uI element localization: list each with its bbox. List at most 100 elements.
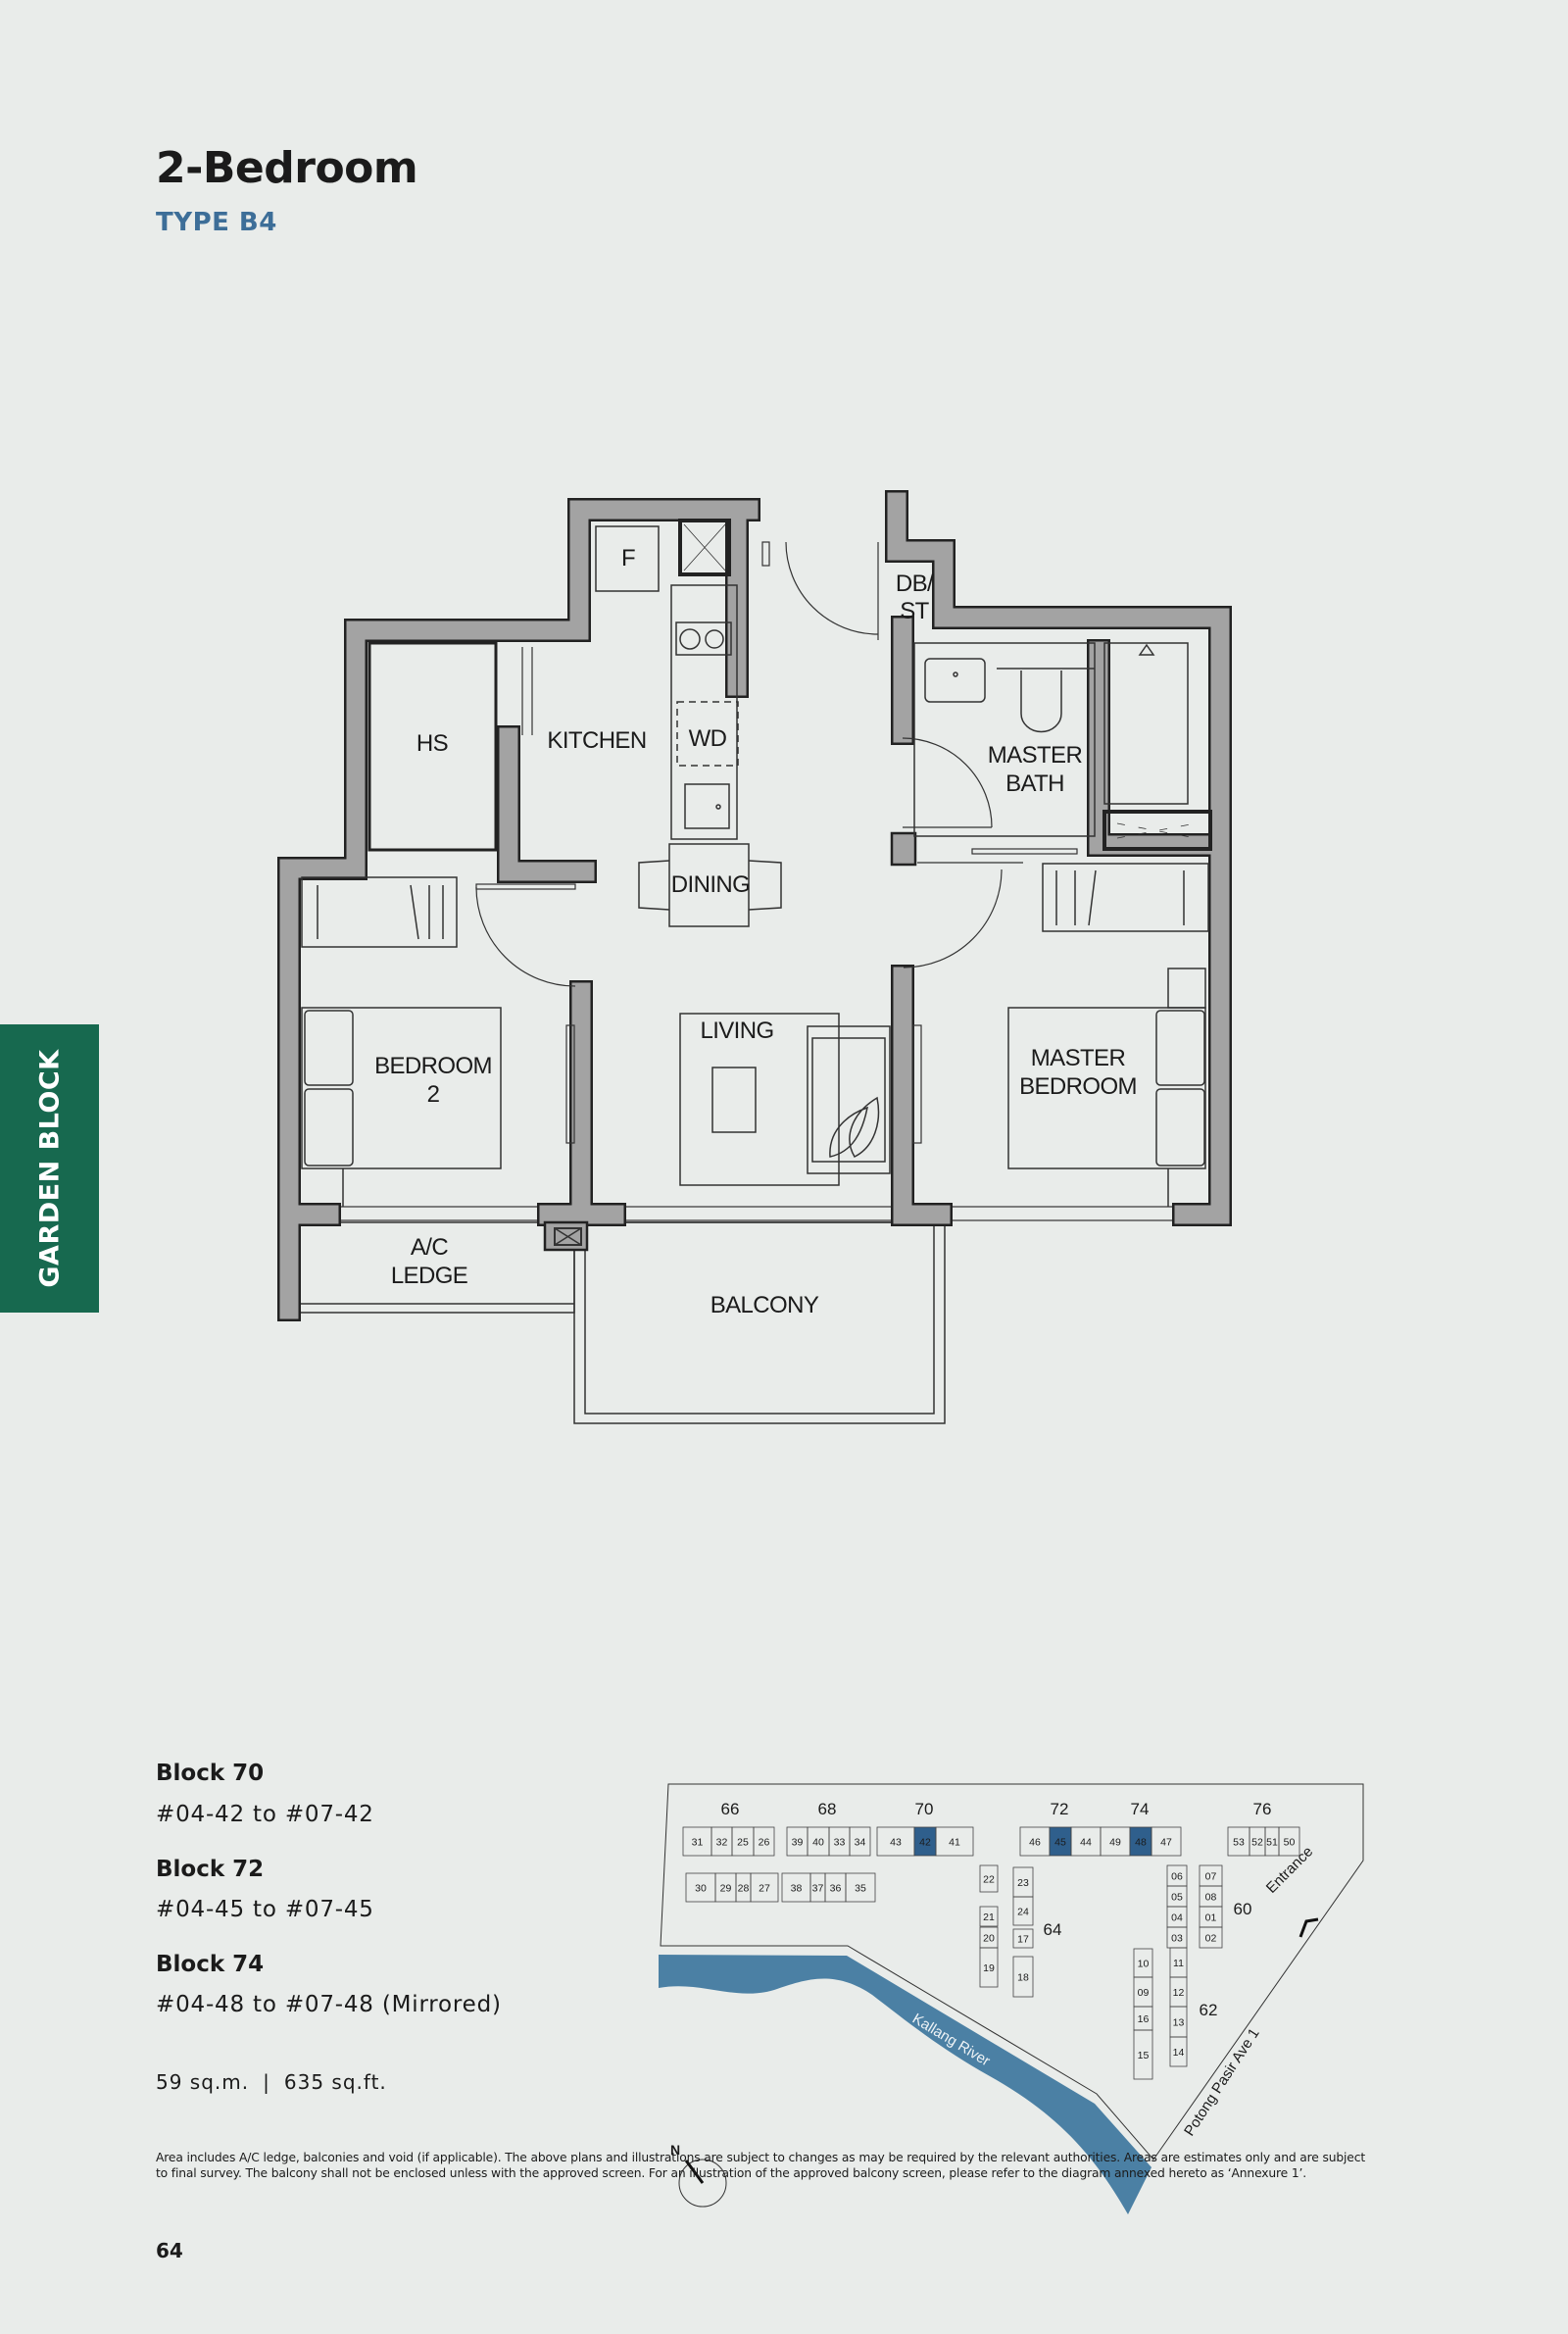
- unit-stack-label: 28: [738, 1882, 750, 1894]
- unit-stack-label: 46: [1029, 1836, 1041, 1848]
- burner-icon: [679, 628, 701, 650]
- bedroom2-label: 2: [427, 1081, 440, 1108]
- bed: [301, 1007, 502, 1207]
- unit-type: TYPE B4: [156, 208, 277, 237]
- kallang-river: [659, 1955, 1152, 2214]
- shaft-icon: [554, 519, 1212, 1246]
- unit-stack-label: 24: [1017, 1906, 1029, 1917]
- unit-stack-label: 21: [983, 1912, 995, 1923]
- block-label: Block 70: [156, 1761, 265, 1786]
- block-number-label: 68: [818, 1800, 837, 1818]
- plant-icon: [829, 1096, 880, 1158]
- unit-stack-label: 50: [1284, 1836, 1296, 1848]
- unit-stack-label: 52: [1251, 1836, 1263, 1848]
- unit-stack-label: 03: [1171, 1932, 1183, 1944]
- block-number-label: 64: [1044, 1920, 1062, 1939]
- north-compass-icon: N: [670, 2142, 727, 2208]
- unit-stack: [1133, 2029, 1153, 2080]
- master-bath-label: MASTER: [988, 742, 1083, 769]
- ac-ledge-label: A/C: [411, 1234, 448, 1261]
- balcony-area: [573, 1221, 946, 1424]
- area-separator: |: [263, 2070, 270, 2094]
- unit-stack-label: 19: [983, 1962, 995, 1974]
- bath-room-box: [913, 642, 1096, 837]
- bedroom2-label: BEDROOM: [374, 1053, 492, 1079]
- unit-stack-label: 35: [855, 1882, 866, 1894]
- hob: [675, 621, 732, 656]
- block-number-label: 76: [1253, 1800, 1272, 1818]
- unit-stack-label: 45: [1054, 1836, 1066, 1848]
- unit-stack-label: 10: [1138, 1958, 1150, 1969]
- db-st-label: ST: [900, 598, 929, 624]
- dining-table: [668, 843, 750, 927]
- unit-stack-label: 43: [890, 1836, 902, 1848]
- toilet: [1020, 670, 1062, 733]
- unit-stack-label: 41: [949, 1836, 960, 1848]
- master-bedroom-label: BEDROOM: [1019, 1073, 1137, 1100]
- unit-stack: [979, 1906, 999, 1927]
- unit-stack-label: 32: [716, 1836, 728, 1848]
- dining-chair: [748, 860, 782, 911]
- unit-stack-label: 20: [983, 1932, 995, 1944]
- unit-stack-label: 12: [1173, 1987, 1185, 1999]
- area-sqft: 635 sq.ft.: [283, 2070, 387, 2094]
- unit-stack-label: 49: [1109, 1836, 1121, 1848]
- unit-stack-label: 37: [812, 1882, 824, 1894]
- unit-stack: [979, 1864, 999, 1893]
- master-bedroom-label: MASTER: [1031, 1045, 1126, 1071]
- shower-head-icon: [1138, 643, 1155, 656]
- unit-stack-label: 04: [1171, 1912, 1183, 1923]
- unit-stack-label: 42: [919, 1836, 931, 1848]
- unit-stack: [753, 1826, 775, 1857]
- washer-dryer: [676, 701, 739, 767]
- living-rug: [679, 1013, 840, 1186]
- wd-label: WD: [689, 725, 727, 752]
- unit-stack-label: 44: [1080, 1836, 1092, 1848]
- dining-label: DINING: [671, 871, 750, 898]
- unit-stack: [849, 1826, 871, 1857]
- unit-stack: [1151, 1826, 1182, 1857]
- unit-stack-label: 05: [1171, 1891, 1183, 1903]
- wardrobe: [1042, 863, 1209, 932]
- unit-stack: [750, 1872, 779, 1903]
- unit-stack-label: 27: [759, 1882, 770, 1894]
- household-shelter: [368, 641, 498, 852]
- unit-stack-label: 07: [1205, 1870, 1217, 1882]
- db-st-label: DB/: [896, 571, 934, 597]
- garden-block-tab: GARDEN BLOCK: [0, 1024, 99, 1313]
- living-label: LIVING: [700, 1018, 773, 1044]
- floor-plan-labels: F HS KITCHEN WD DINING DB/ ST MASTER BAT…: [374, 545, 1137, 1318]
- unit-stack-label: 01: [1205, 1912, 1217, 1923]
- site-boundary: [660, 1783, 1364, 2160]
- fridge: [595, 525, 660, 592]
- unit-range: #04-48 to #07-48 (Mirrored): [156, 1992, 502, 2017]
- entrance-arrow-icon: [1298, 1917, 1319, 1938]
- unit-stack: [979, 1947, 999, 1988]
- door-swings: [475, 541, 1078, 1144]
- block-number-label: 70: [915, 1800, 934, 1818]
- block-number-label: 60: [1234, 1900, 1252, 1918]
- page-title: 2-Bedroom: [156, 143, 418, 193]
- bed: [1007, 968, 1206, 1207]
- unit-stack: [935, 1826, 974, 1857]
- unit-stack-label: 26: [759, 1836, 770, 1848]
- master-bath-label: BATH: [1005, 770, 1064, 797]
- unit-stack: [1012, 1928, 1034, 1949]
- unit-stack-label: 29: [720, 1882, 732, 1894]
- unit-range: #04-45 to #07-45: [156, 1897, 374, 1922]
- unit-stack-label: 06: [1171, 1870, 1183, 1882]
- coffee-table: [711, 1067, 757, 1133]
- hs-label: HS: [416, 730, 448, 757]
- unit-range: #04-42 to #07-42: [156, 1802, 374, 1827]
- burner-icon: [705, 629, 724, 649]
- unit-stack-label: 02: [1205, 1932, 1217, 1944]
- north-label: N: [670, 2142, 680, 2158]
- kitchen-label: KITCHEN: [547, 727, 646, 754]
- unit-stack: [1278, 1826, 1300, 1857]
- unit-stack-label: 39: [792, 1836, 804, 1848]
- dining-chair: [638, 860, 670, 911]
- vanity: [924, 658, 986, 703]
- unit-stack-label: 31: [692, 1836, 704, 1848]
